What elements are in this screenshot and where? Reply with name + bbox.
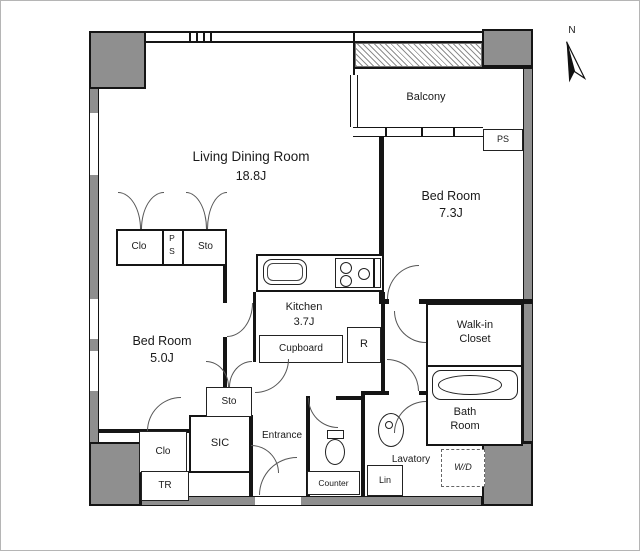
wall-segment [146,41,482,43]
bedroom-west-label: Bed Room [132,333,192,348]
door-swing-arc [387,359,419,391]
door-swing-arc [207,192,227,229]
hatched-area [355,43,482,67]
pipe-space-p-label: P [169,233,175,244]
pipe-space-label: PS [483,129,523,151]
kitchen-label: Kitchen [285,300,323,313]
wall-segment [523,67,533,442]
wall-segment [365,391,389,395]
structural-column [482,29,533,67]
door-swing-arc [251,445,279,473]
cupboard-label: Cupboard [259,335,343,363]
bedroom-east-size: 7.3J [439,206,463,221]
wall-segment [89,31,99,506]
door-swing-arc [147,397,181,431]
kitchen-size: 3.7J [293,315,315,328]
wall-segment [210,31,212,43]
bedroom-east-label: Bed Room [421,188,481,203]
door-swing-arc [186,192,207,229]
trunk-room-label: TR [141,471,189,501]
window [89,351,99,391]
door-swing-arc [394,401,426,433]
pipe-space-s-label: S [169,246,175,257]
washer-dryer-label: W/D [441,449,485,487]
bathtub-icon [438,375,502,395]
door-swing-arc [387,265,419,299]
wall-segment [203,31,205,43]
stove-burner-icon [340,275,352,287]
structural-column [89,442,141,506]
window [353,127,483,137]
compass-north-label: N [568,24,576,36]
wall-segment [223,266,227,303]
living-room-size: 18.8J [235,168,267,183]
closet-lower-label: Clo [139,431,187,473]
balcony-label: Balcony [406,91,446,104]
wall-segment [361,391,365,496]
wall-segment [381,292,385,391]
door-swing-arc [308,398,338,428]
linen-closet-label: Lin [367,465,403,496]
wall-segment [336,396,361,400]
storage-strip [116,229,227,266]
counter-label: Counter [307,471,360,495]
window-mullion [385,127,387,137]
door-swing-arc [141,192,164,229]
kitchen-sink-icon [267,263,303,281]
lavatory-label: Lavatory [391,454,431,466]
bath-room-label: Bath Room [450,406,480,432]
wall-segment [353,31,355,75]
structural-column [482,442,533,506]
wall-segment [379,135,384,303]
door-swing-arc [255,359,289,393]
storage-upper-label: Sto [197,241,213,253]
door-swing-arc [394,311,426,343]
wall-segment [146,31,482,33]
window [89,299,99,339]
wall-segment [182,229,184,266]
entrance-label: Entrance [261,430,303,442]
stove-burner-icon [340,262,352,274]
wall-segment [162,229,164,266]
toilet-icon [327,430,344,439]
storage-lower-label: Sto [206,387,252,417]
entry-door-opening [255,496,301,506]
washbasin-drain-icon [385,421,393,429]
door-swing-arc [229,361,252,387]
wall-segment [189,31,191,43]
wall-segment [196,31,198,43]
window [89,113,99,175]
living-room-label: Living Dining Room [192,148,310,164]
door-swing-arc [227,303,253,337]
wall-segment [141,496,482,506]
wall-segment [253,292,256,362]
stove-burner-icon [358,268,370,280]
toilet-icon [325,439,345,465]
wall-segment [353,67,533,69]
wall-segment [419,299,533,304]
wall-segment [306,396,310,496]
structural-column [89,31,146,89]
refrigerator-label: R [347,327,381,363]
shoe-closet-label: SIC [189,415,251,473]
walk-in-closet-room [426,303,523,367]
closet-upper-label: Clo [131,241,147,253]
door-swing-arc [118,192,141,229]
window [350,75,358,127]
window-mullion [421,127,423,137]
bedroom-west-size: 5.0J [150,351,174,366]
wall-segment [419,391,426,395]
walk-in-closet-label: Walk-in Closet [456,319,494,345]
stove-divider [373,259,375,287]
window-mullion [453,127,455,137]
north-compass-icon [565,41,587,83]
